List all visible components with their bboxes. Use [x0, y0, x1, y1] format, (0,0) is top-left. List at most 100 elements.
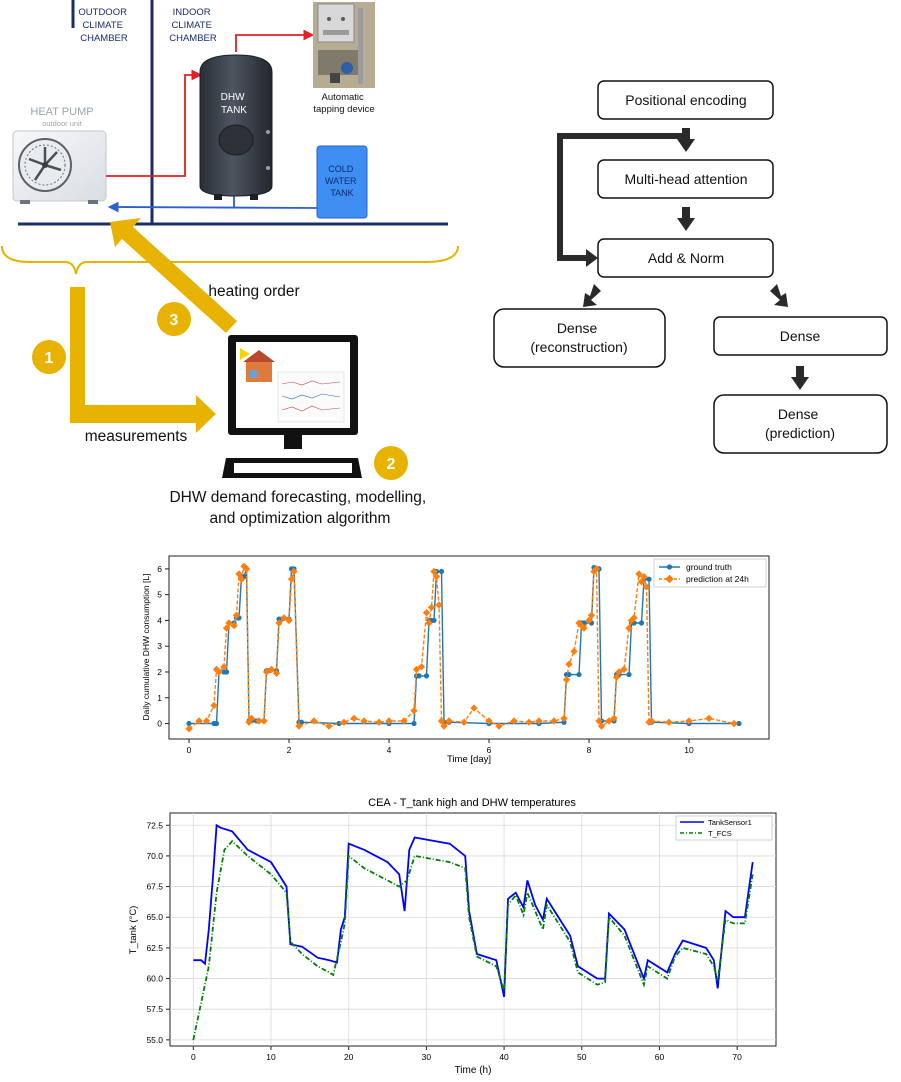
data-point [665, 718, 673, 726]
data-point [630, 614, 638, 622]
x-tick-label: 60 [655, 1052, 665, 1062]
data-point [186, 720, 192, 727]
chart1-legend: ground truth prediction at 24h [653, 558, 767, 588]
step-badge-2: 2 [374, 446, 408, 480]
svg-text:2: 2 [387, 456, 396, 473]
data-point [485, 717, 493, 725]
data-point [280, 614, 288, 622]
series-line-1 [192, 839, 754, 1041]
architecture-flowchart: Positional encoding Multi-head attention… [493, 80, 888, 454]
data-point [576, 671, 582, 678]
data-point [412, 665, 421, 674]
x-tick-label: 70 [732, 1052, 742, 1062]
tapping-device-label: Automatic tapping device [313, 92, 374, 115]
data-point [642, 583, 651, 591]
indoor-chamber-label: INDOOR CLIMATE CHAMBER [169, 7, 217, 44]
tapping-pipe [235, 29, 315, 52]
data-point [437, 717, 446, 725]
data-point [646, 576, 652, 582]
data-point [416, 673, 422, 679]
dense-prediction-label: Dense (prediction) [765, 406, 835, 441]
data-point [285, 616, 293, 625]
heat-pump-sublabel: outdoor unit [42, 119, 83, 128]
data-point [423, 673, 430, 679]
data-point [287, 575, 296, 583]
data-point [495, 722, 503, 730]
data-point [565, 660, 573, 668]
svg-text:3: 3 [170, 312, 179, 329]
x-tick-label: 40 [499, 1052, 509, 1062]
x-tick-label: 50 [577, 1052, 587, 1062]
data-point [730, 719, 738, 728]
legend-prediction: prediction at 24h [686, 574, 749, 584]
data-point [647, 717, 656, 725]
data-point [705, 714, 713, 723]
y-tick-label: 55.0 [146, 1035, 163, 1045]
data-point [562, 676, 571, 684]
x-tick-label: 10 [684, 745, 694, 755]
data-point [260, 717, 268, 725]
y-tick-label: 2 [157, 667, 162, 677]
hot-water-pipe [106, 69, 203, 177]
cold-water-tank-label: COLD WATER TANK [325, 164, 359, 198]
dense-box [713, 316, 888, 356]
x-tick-label: 6 [487, 745, 492, 755]
data-point [290, 567, 298, 576]
data-point [610, 714, 618, 723]
data-point [597, 722, 606, 730]
data-point [595, 717, 603, 725]
chart2-legend: TankSensor1 T_FCS [675, 815, 773, 841]
data-point [685, 717, 693, 725]
data-point [635, 570, 643, 578]
data-point [272, 669, 281, 677]
data-point [620, 665, 628, 674]
data-point [570, 647, 578, 656]
heating-order-arrow [110, 218, 237, 333]
data-point [615, 668, 623, 676]
heat-pump-unit [12, 130, 107, 204]
x-tick-label: 10 [266, 1052, 276, 1062]
attention-box [597, 159, 774, 199]
data-point [585, 616, 593, 625]
y-tick-label: 4 [157, 615, 162, 625]
data-point [385, 717, 393, 725]
x-tick-label: 0 [191, 1052, 196, 1062]
data-point [298, 719, 305, 725]
y-tick-label: 62.5 [146, 943, 163, 953]
data-point [411, 720, 417, 727]
computer-icon [222, 335, 362, 478]
y-tick-label: 1 [157, 693, 162, 703]
dense-label: Dense [780, 328, 821, 344]
svg-text:1: 1 [45, 350, 54, 367]
data-point [637, 578, 646, 586]
y-tick-label: 3 [157, 641, 162, 651]
measurements-label: measurements [85, 428, 188, 445]
data-point [561, 719, 567, 725]
data-point [225, 619, 233, 627]
y-tick-label: 5 [157, 590, 162, 600]
tapping-device [313, 2, 375, 88]
data-point [262, 668, 271, 676]
data-point [195, 717, 203, 725]
data-point [460, 718, 468, 726]
add-norm-label: Add & Norm [648, 250, 724, 266]
legend-ground-truth: ground truth [686, 562, 732, 572]
data-point [255, 717, 263, 725]
data-point [267, 665, 276, 674]
data-point [202, 717, 211, 725]
y-tick-label: 6 [157, 564, 162, 574]
data-point [445, 717, 453, 725]
x-tick-label: 0 [187, 745, 192, 755]
dense-prediction-box [713, 394, 888, 454]
data-point [625, 624, 633, 632]
data-point [340, 718, 348, 726]
data-point [560, 714, 568, 723]
measurement-brace [1, 245, 459, 275]
data-point [431, 617, 437, 624]
legend-tfcs: T_FCS [708, 829, 732, 838]
data-point [438, 568, 445, 575]
data-point [350, 714, 358, 723]
data-point [592, 565, 601, 573]
algorithm-label: DHW demand forecasting, modelling, and o… [169, 489, 430, 527]
